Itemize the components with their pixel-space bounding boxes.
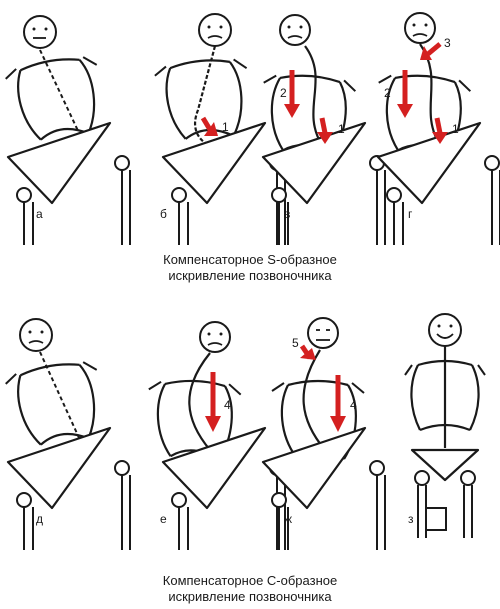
- label-d: д: [36, 512, 44, 526]
- arrow-label-v-2: 2: [280, 86, 287, 100]
- caption-s-line1: Компенсаторное S-образное: [163, 252, 337, 267]
- figure-g: [372, 12, 500, 247]
- figure-e: [145, 321, 287, 552]
- figure-z: [404, 313, 486, 538]
- caption-s-curve: Компенсаторное S-образное искривление по…: [0, 252, 500, 284]
- label-a: а: [36, 207, 43, 221]
- arrow-label-g-1: 1: [452, 122, 459, 136]
- support-block: [425, 507, 447, 531]
- arrow-label-zh-4: 4: [350, 398, 357, 412]
- label-g: г: [408, 207, 413, 221]
- figure-b: [152, 13, 287, 247]
- arrow-label-g-2: 2: [384, 86, 391, 100]
- label-z: з: [408, 512, 414, 526]
- caption-c-line2: искривление позвоночника: [168, 589, 332, 604]
- label-zh: ж: [284, 512, 293, 526]
- figure-a: [2, 15, 132, 247]
- label-b: б: [160, 207, 167, 221]
- arrow-label-v-1: 1: [338, 122, 345, 136]
- arrow-label-zh-5: 5: [292, 336, 299, 350]
- caption-c-curve: Компенсаторное С-образное искривление по…: [0, 573, 500, 605]
- arrow-label-g-3: 3: [444, 36, 451, 50]
- arrow-label-b-1: 1: [222, 120, 229, 134]
- label-v: в: [284, 207, 291, 221]
- caption-c-line1: Компенсаторное С-образное: [162, 573, 338, 588]
- figure-d: [2, 318, 132, 552]
- figure-zh: [261, 317, 387, 552]
- arrow-label-e-4: 4: [224, 398, 231, 412]
- caption-s-line2: искривление позвоночника: [168, 268, 332, 283]
- figure-v: [257, 14, 387, 247]
- label-e: е: [160, 512, 167, 526]
